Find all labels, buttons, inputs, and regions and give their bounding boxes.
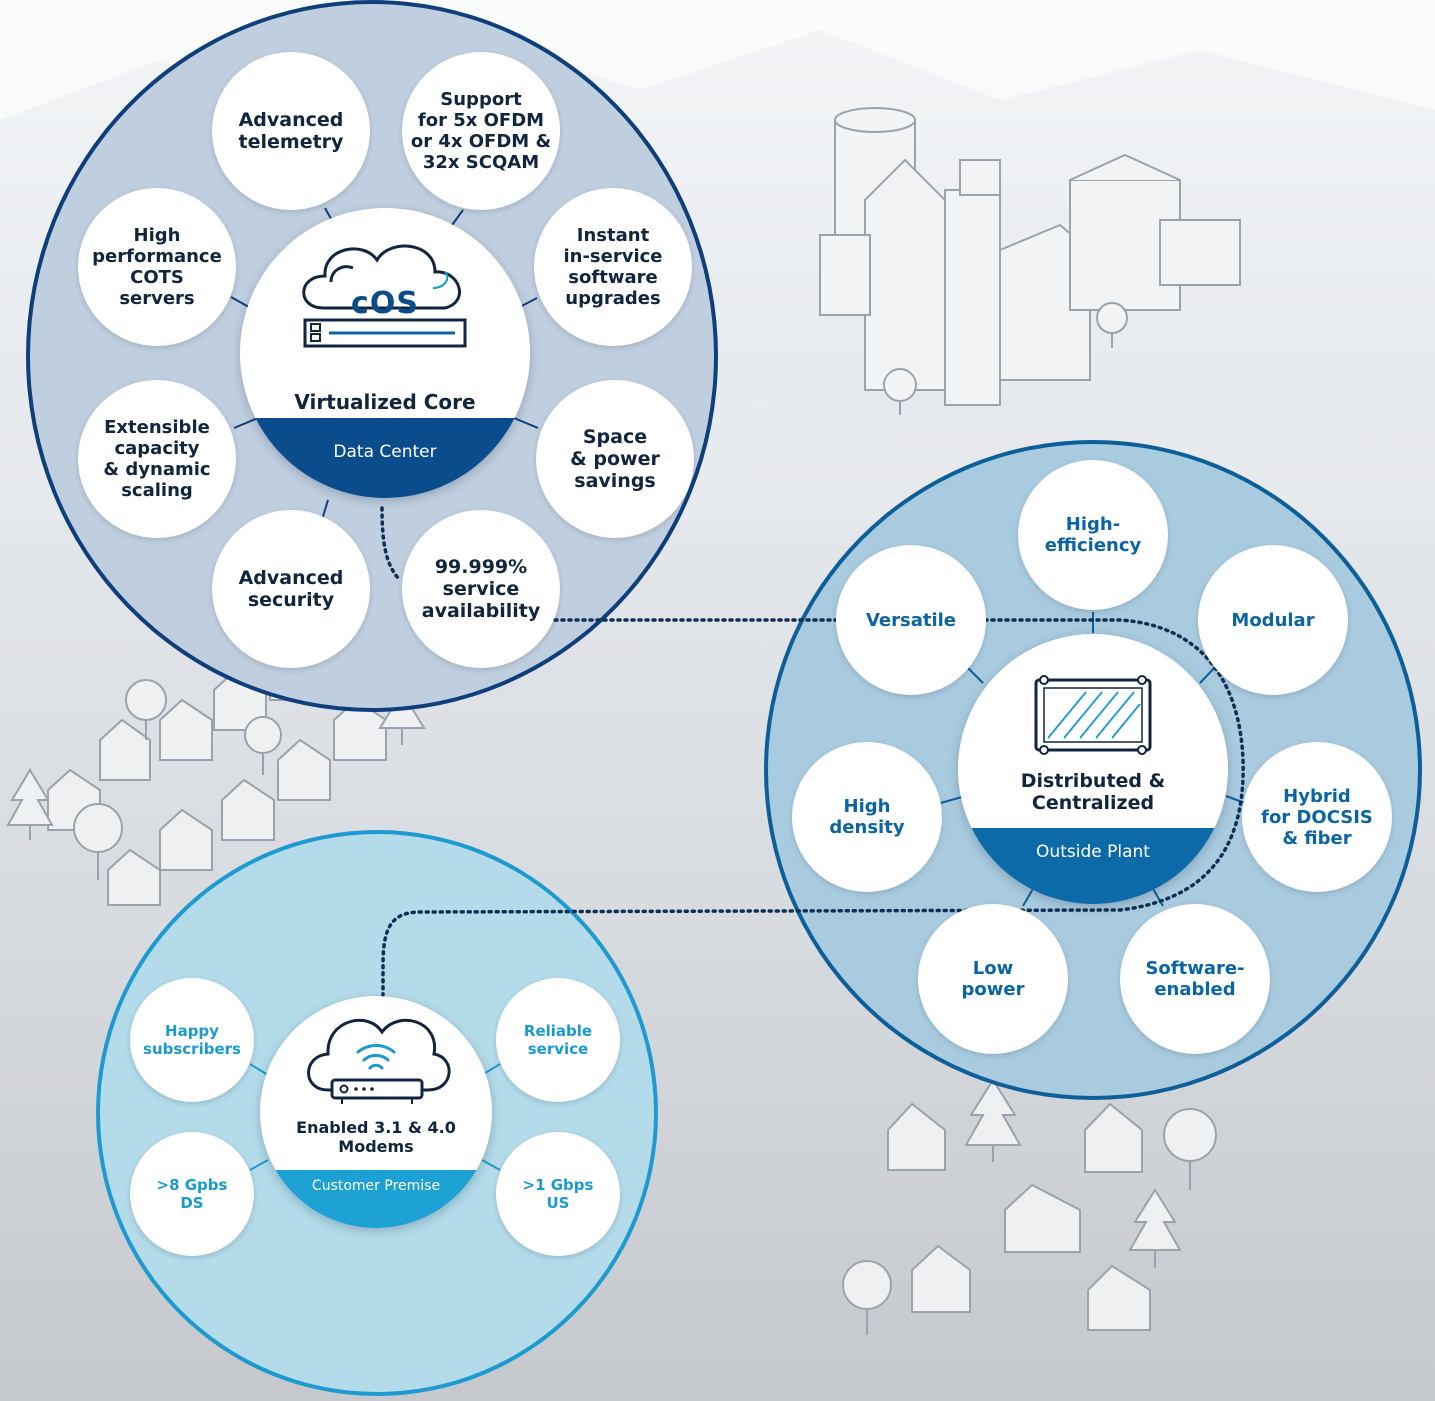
- sat-ofdm-support: Support for 5x OFDM or 4x OFDM & 32x SCQ…: [402, 52, 560, 210]
- sat-happy-subscribers: Happy subscribers: [130, 978, 254, 1102]
- premise-hub: Enabled 3.1 & 4.0 Modems Customer Premis…: [260, 996, 492, 1228]
- outside-plant-band: Outside Plant: [958, 828, 1228, 904]
- wifi-modem-icon: [307, 1018, 451, 1104]
- sat-label: High- efficiency: [1044, 514, 1142, 556]
- plant-hub-title: Distributed & Centralized: [1020, 770, 1166, 814]
- sat-availability: 99.999% service availability: [402, 510, 560, 668]
- cos-logo-text: cOS: [351, 286, 419, 321]
- sat-label: Instant in-service software upgrades: [563, 225, 663, 309]
- city-buildings-icon: [819, 107, 1241, 415]
- sat-low-power: Low power: [918, 904, 1068, 1054]
- sat-label: >1 Gbps US: [522, 1176, 594, 1212]
- sat-label: Advanced telemetry: [238, 109, 344, 153]
- sat-software-upgrades: Instant in-service software upgrades: [534, 188, 692, 346]
- sat-label: >8 Gpbs DS: [156, 1176, 228, 1212]
- sat-extensible-capacity: Extensible capacity & dynamic scaling: [78, 380, 236, 538]
- sat-label: Hybrid for DOCSIS & fiber: [1261, 785, 1373, 849]
- sat-reliable-service: Reliable service: [496, 978, 620, 1102]
- sat-modular: Modular: [1198, 545, 1348, 695]
- sat-high-performance: High performance COTS servers: [78, 188, 236, 346]
- data-center-band: Data Center: [240, 418, 530, 498]
- house-icon: [887, 1102, 1151, 1331]
- core-hub-title: Virtualized Core: [294, 390, 476, 414]
- premise-hub-title: Enabled 3.1 & 4.0 Modems: [296, 1118, 456, 1156]
- sat-software-enabled: Software- enabled: [1120, 904, 1270, 1054]
- sat-label: Versatile: [865, 609, 957, 631]
- customer-premise-band: Customer Premise: [260, 1170, 492, 1228]
- sat-space-power: Space & power savings: [536, 380, 694, 538]
- sat-label: Extensible capacity & dynamic scaling: [103, 417, 211, 501]
- cloud-server-icon: [302, 244, 467, 348]
- sat-high-efficiency: High- efficiency: [1018, 460, 1168, 610]
- sat-label: Low power: [961, 958, 1025, 1000]
- sat-versatile: Versatile: [836, 545, 986, 695]
- outside-plant-label: Outside Plant: [1036, 842, 1150, 862]
- sat-advanced-security: Advanced security: [212, 510, 370, 668]
- node-box-icon: [1034, 675, 1152, 755]
- sat-label: High density: [829, 796, 905, 838]
- sat-label: Modular: [1231, 609, 1315, 631]
- tree-icon: [842, 1078, 1217, 1335]
- sat-upstream: >1 Gbps US: [496, 1132, 620, 1256]
- sat-label: Software- enabled: [1145, 958, 1245, 1000]
- core-hub: cOS Virtualized Core Data Center: [240, 208, 530, 498]
- sat-label: Reliable service: [523, 1022, 593, 1058]
- sat-label: 99.999% service availability: [421, 556, 541, 622]
- core-circle: [26, 0, 718, 712]
- sat-label: Advanced security: [238, 567, 344, 611]
- sat-label: Space & power savings: [570, 426, 660, 492]
- sat-hybrid: Hybrid for DOCSIS & fiber: [1242, 742, 1392, 892]
- sat-advanced-telemetry: Advanced telemetry: [212, 52, 370, 210]
- plant-hub: Distributed & Centralized Outside Plant: [958, 634, 1228, 904]
- customer-premise-label: Customer Premise: [311, 1178, 441, 1194]
- sat-label: High performance COTS servers: [92, 225, 222, 309]
- sat-downstream: >8 Gpbs DS: [130, 1132, 254, 1256]
- sat-high-density: High density: [792, 742, 942, 892]
- data-center-label: Data Center: [333, 442, 437, 462]
- sat-label: Happy subscribers: [143, 1022, 241, 1058]
- sat-label: Support for 5x OFDM or 4x OFDM & 32x SCQ…: [410, 89, 552, 173]
